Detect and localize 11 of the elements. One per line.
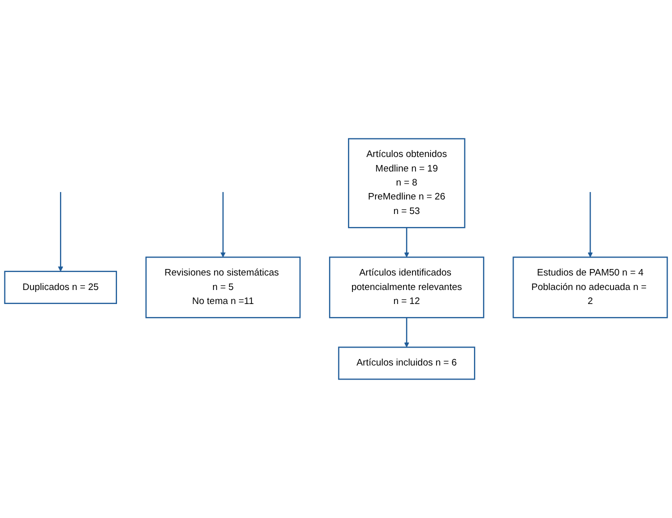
arrow <box>404 228 410 258</box>
node-box: Artículos obtenidos Medline n = 19 n = 8 PreMedline n = 26 n = 53 <box>348 138 466 228</box>
arrow <box>58 192 64 272</box>
node-box: Revisiones no sistemáticas n = 5 No tema n =11 <box>145 256 301 318</box>
arrow <box>220 192 226 258</box>
node-box: Artículos incluidos n = 6 <box>338 346 476 380</box>
arrow <box>404 318 410 348</box>
arrow <box>588 192 593 258</box>
node-box: Estudios de PAM50 n = 4 Población no adecuada n = 2 <box>512 256 668 318</box>
node-box: Duplicados n = 25 <box>4 270 117 304</box>
node-box: Artículos identificados potencialmente relevantes n = 12 <box>329 256 484 318</box>
